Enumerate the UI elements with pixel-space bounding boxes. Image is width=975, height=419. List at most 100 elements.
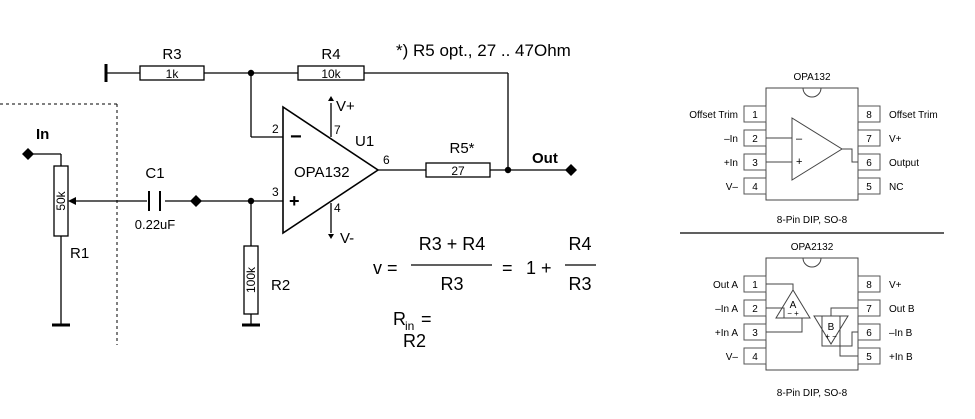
c1-label: C1	[145, 165, 164, 182]
pinout2-left-pin-label: –In A	[715, 304, 738, 315]
pin6-label: 6	[383, 153, 390, 167]
vminus-arrow-icon	[328, 234, 334, 239]
pinout2-left-pin-label: +In A	[715, 328, 738, 339]
pinout2-amp-a: A	[790, 300, 797, 311]
pinout-opa132: OPA132 – + 8-Pin DIP, SO-8	[743, 72, 881, 226]
pinout1-title: OPA132	[793, 72, 830, 83]
r5-label: R5*	[449, 140, 474, 157]
resistor-r4	[297, 65, 365, 81]
pin2-label: 2	[272, 122, 279, 136]
pinout1-package: 8-Pin DIP, SO-8	[777, 215, 848, 226]
pinout1-left-pin-label: –In	[724, 134, 738, 145]
formula-num1: R3 + R4	[419, 234, 486, 254]
pinout1-left-pin-number: 1	[752, 110, 758, 121]
pinout2-right-pin-label: V+	[889, 280, 902, 291]
pinout1-minus: –	[796, 133, 803, 145]
wiper-arrow-icon	[68, 197, 76, 205]
opamp-plus-sign: +	[289, 191, 300, 211]
opamp-u1-triangle	[282, 105, 380, 235]
pinout2-package: 8-Pin DIP, SO-8	[777, 388, 848, 399]
opamp-minus-sign: −	[290, 126, 302, 148]
pin7-label: 7	[334, 123, 341, 137]
pinout1-right-pin-label: NC	[889, 182, 903, 193]
formula-v: v =	[373, 258, 398, 278]
pinout1-right-pin-number: 6	[866, 158, 872, 169]
formula-num2: R4	[568, 234, 591, 254]
pinout1-left-pin-number: 3	[752, 158, 758, 169]
pinout2-title: OPA2132	[791, 242, 834, 253]
out-terminal-icon	[565, 164, 577, 176]
in-terminal-icon	[22, 148, 34, 160]
pinout1-left-pin-label: Offset Trim	[689, 110, 738, 121]
pinout1-left-pin-number: 2	[752, 134, 758, 145]
junction-output	[504, 166, 512, 174]
opamp-ref-label: U1	[355, 133, 374, 150]
vminus-label: V-	[340, 230, 354, 247]
formula-eq: =	[502, 258, 513, 278]
pinout2-left-pin-label: Out A	[713, 280, 738, 291]
pinout1-left-pin-number: 4	[752, 182, 758, 193]
formula-one-plus: 1 +	[526, 258, 552, 278]
r5-value: 27	[451, 164, 465, 178]
pinout2-amp-b-signs: + −	[825, 332, 837, 341]
opamp-part-label: OPA132	[294, 164, 350, 181]
formula-den2: R3	[568, 274, 591, 294]
r1-value: 50k	[54, 190, 68, 210]
pinout1-right-pin-number: 5	[866, 182, 872, 193]
rin-r: R	[393, 309, 406, 329]
rin-sub: in	[405, 319, 414, 333]
resistor-r5	[425, 162, 491, 178]
gain-formula: v = R3 + R4 R3 = 1 + R4 R3	[373, 234, 596, 294]
pinout2-right-pin-number: 8	[866, 280, 872, 291]
pinout2-right-pin-number: 7	[866, 304, 872, 315]
pinout1-plus: +	[796, 156, 802, 168]
pinout2-left-pin-number: 3	[752, 328, 758, 339]
rin-value: R2	[403, 331, 426, 351]
pinout2-right-pin-label: –In B	[889, 328, 913, 339]
pinout1-right-pin-label: V+	[889, 134, 902, 145]
r4-label: R4	[321, 46, 340, 63]
potentiometer-r1	[53, 165, 69, 237]
rin-eq: =	[421, 309, 432, 329]
out-label: Out	[532, 150, 558, 167]
pinout1-right-pin-number: 8	[866, 110, 872, 121]
input-wires	[33, 153, 283, 324]
c1-value: 0.22uF	[135, 217, 176, 232]
pinout2-left-pin-number: 2	[752, 304, 758, 315]
pinout1-left-pin-label: +In	[724, 158, 738, 169]
r2-value: 100k	[244, 266, 258, 293]
pinout2-right-pin-number: 6	[866, 328, 872, 339]
formula-den1: R3	[440, 274, 463, 294]
resistor-r3	[139, 65, 205, 81]
r3-value: 1k	[166, 67, 180, 81]
feedback-wires	[106, 72, 509, 170]
test-point-icon	[190, 195, 202, 207]
r2-label: R2	[271, 277, 290, 294]
pinout2-amp-b: B	[828, 322, 835, 333]
vplus-label: V+	[336, 98, 355, 115]
pinout1-right-pin-number: 7	[866, 134, 872, 145]
pinout2-right-pin-label: +In B	[889, 352, 913, 363]
pinout2-left-pin-number: 1	[752, 280, 758, 291]
pinout2-left-pin-number: 4	[752, 352, 758, 363]
pin3-label: 3	[272, 185, 279, 199]
pinout-opa2132: OPA2132 A − + B + − 8-Pin DIP, SO-8	[743, 242, 881, 399]
resistor-r2	[243, 245, 259, 315]
vplus-arrow-icon	[328, 96, 334, 101]
pinout1-right-pin-label: Output	[889, 158, 919, 169]
r4-value: 10k	[321, 67, 341, 81]
pinout2-right-pin-label: Out B	[889, 304, 915, 315]
r5-note: *) R5 opt., 27 .. 47Ohm	[396, 41, 571, 60]
r1-label: R1	[70, 245, 89, 262]
pin4-label: 4	[334, 201, 341, 215]
junction-r3-r4	[247, 69, 255, 77]
in-label: In	[36, 126, 49, 143]
junction-r2	[247, 197, 255, 205]
pinout1-left-pin-label: V–	[726, 182, 739, 193]
input-resistance-formula: R in = R2	[393, 309, 432, 351]
pinout2-right-pin-number: 5	[866, 352, 872, 363]
pinout1-right-pin-label: Offset Trim	[889, 110, 938, 121]
pinout2-amp-a-signs: − +	[787, 309, 799, 318]
